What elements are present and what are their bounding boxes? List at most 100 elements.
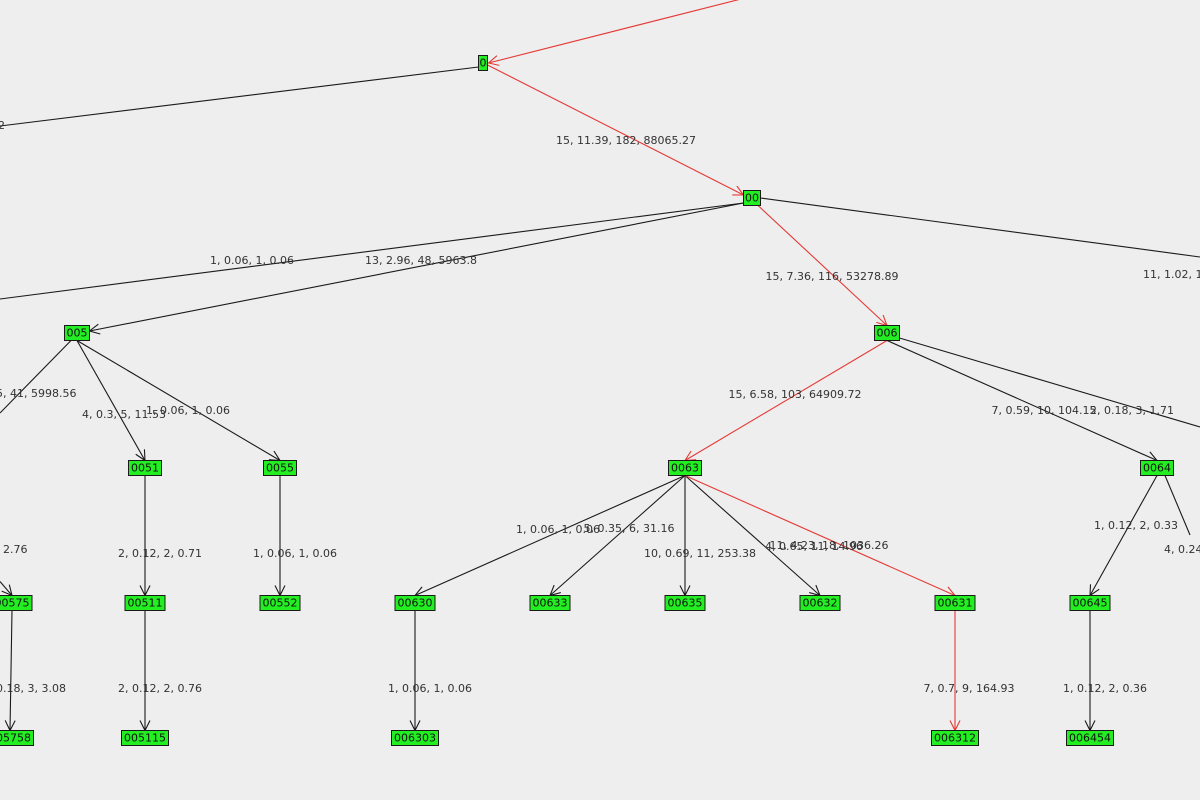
node-00552[interactable]: 00552 xyxy=(259,595,301,611)
edge-label: 2, 0.12, 2, 0.76 xyxy=(118,682,202,695)
edge-label: 15, 11.39, 182, 88065.27 xyxy=(556,134,696,147)
edge-label: 13, 2.96, 48, 5963.8 xyxy=(365,254,477,267)
edge-label: 4, 0.3, 5, 11.53 xyxy=(82,408,166,421)
node-00[interactable]: 00 xyxy=(743,190,761,206)
edge-00-005 xyxy=(90,202,744,331)
node-label: 00635 xyxy=(668,597,703,610)
node-00511[interactable]: 00511 xyxy=(124,595,166,611)
edge-0063-00631 xyxy=(684,474,955,596)
edges-layer xyxy=(0,0,1200,731)
node-00575[interactable]: 00575 xyxy=(0,595,33,611)
node-box xyxy=(668,460,702,476)
node-0055[interactable]: 0055 xyxy=(263,460,297,476)
node-006454[interactable]: 006454 xyxy=(1066,730,1114,746)
edge-label: 1, 0.06, 1, 0.06 xyxy=(516,523,600,536)
node-label: 00632 xyxy=(803,597,838,610)
edge-label: 1, 0.06, 1, 0.06 xyxy=(210,254,294,267)
node-label: 0063 xyxy=(671,462,699,475)
edge-0-00 xyxy=(487,64,744,195)
edge-label: 4, 0.24 xyxy=(1164,543,1200,556)
node-label: 00575 xyxy=(0,597,30,610)
node-label: 006303 xyxy=(394,732,436,745)
node-006303[interactable]: 006303 xyxy=(391,730,439,746)
node-box xyxy=(934,595,976,611)
node-box xyxy=(529,595,571,611)
edge-label: 10, 0.69, 11, 253.38 xyxy=(644,547,756,560)
edge-label: 15, 6.58, 103, 64909.72 xyxy=(729,388,862,401)
node-00645[interactable]: 00645 xyxy=(1069,595,1111,611)
node-label: 005758 xyxy=(0,732,31,745)
node-box xyxy=(1069,595,1111,611)
node-label: 005115 xyxy=(124,732,166,745)
edge-label: 7, 0.59, 10, 104.15 xyxy=(992,404,1097,417)
node-label: 00511 xyxy=(128,597,163,610)
node-box xyxy=(124,595,166,611)
edge-offscreen-00575 xyxy=(0,581,12,596)
edge-0063-00632 xyxy=(684,475,820,596)
node-label: 0051 xyxy=(131,462,159,475)
nodes-layer: 0000050060051005500630064005750051100552… xyxy=(0,55,1174,746)
node-box xyxy=(128,460,162,476)
edge-006-right-offscreen-2 xyxy=(899,337,1200,428)
node-00633[interactable]: 00633 xyxy=(529,595,571,611)
edge-00-right-offscreen xyxy=(760,197,1200,258)
node-0064[interactable]: 0064 xyxy=(1140,460,1174,476)
edge-label: 0.18, 3, 3.08 xyxy=(0,682,66,695)
node-label: 006454 xyxy=(1069,732,1111,745)
node-box xyxy=(0,595,33,611)
node-00635[interactable]: 00635 xyxy=(664,595,706,611)
node-00630[interactable]: 00630 xyxy=(394,595,436,611)
node-006312[interactable]: 006312 xyxy=(931,730,979,746)
node-00632[interactable]: 00632 xyxy=(799,595,841,611)
node-005115[interactable]: 005115 xyxy=(121,730,169,746)
node-label: 0 xyxy=(480,57,487,70)
edge-006-0063 xyxy=(685,340,888,461)
edge-005-0055 xyxy=(76,340,280,461)
node-0063[interactable]: 0063 xyxy=(668,460,702,476)
node-box xyxy=(263,460,297,476)
edge-label: 2, 0.18, 3, 1.71 xyxy=(1090,404,1174,417)
node-label: 00645 xyxy=(1073,597,1108,610)
node-box xyxy=(121,730,169,746)
node-label: 00631 xyxy=(938,597,973,610)
node-label: 0064 xyxy=(1143,462,1171,475)
edge-label: 11, 4.23, 18, 1036.26 xyxy=(770,539,889,552)
node-box xyxy=(478,55,488,71)
edge-0064-right-offscreen-3 xyxy=(1164,475,1191,536)
node-box xyxy=(664,595,706,611)
node-label: 00630 xyxy=(398,597,433,610)
node-box xyxy=(259,595,301,611)
edge-label: 2 xyxy=(0,119,5,132)
node-box xyxy=(1140,460,1174,476)
edge-label: 15, 7.36, 116, 53278.89 xyxy=(766,270,899,283)
node-box xyxy=(931,730,979,746)
node-box xyxy=(64,325,90,341)
edge-label: 7, 0.7, 9, 164.93 xyxy=(924,682,1015,695)
node-00631[interactable]: 00631 xyxy=(934,595,976,611)
node-005758[interactable]: 005758 xyxy=(0,730,34,746)
node-label: 00 xyxy=(745,192,759,205)
edge-label: 1, 0.12, 2, 0.36 xyxy=(1063,682,1147,695)
node-label: 0055 xyxy=(266,462,294,475)
node-0051[interactable]: 0051 xyxy=(128,460,162,476)
node-box xyxy=(799,595,841,611)
edge-root-offscreen-0 xyxy=(489,0,740,63)
node-label: 00633 xyxy=(533,597,568,610)
edge-label: 2, 0.12, 2, 0.71 xyxy=(118,547,202,560)
edge-005-0051 xyxy=(76,340,145,461)
edge-00-left-offscreen-2 xyxy=(0,202,744,300)
node-005[interactable]: 005 xyxy=(64,325,90,341)
node-0[interactable]: 0 xyxy=(478,55,488,71)
node-box xyxy=(1066,730,1114,746)
edge-label: 1, 0.06, 1, 0.06 xyxy=(388,682,472,695)
edge-0064-00645 xyxy=(1090,475,1158,596)
node-label: 006 xyxy=(877,327,898,340)
edge-labels-layer: 2 15, 11.39, 182, 88065.27 1, 0.06, 1, 0.0… xyxy=(0,119,1200,695)
node-box xyxy=(0,730,34,746)
edge-005-00575-parent xyxy=(0,340,72,414)
node-box xyxy=(743,190,761,206)
edge-label: 1, 0.12, 2, 0.33 xyxy=(1094,519,1178,532)
node-006[interactable]: 006 xyxy=(874,325,900,341)
edge-label: , 2.76 xyxy=(0,543,28,556)
node-label: 005 xyxy=(67,327,88,340)
